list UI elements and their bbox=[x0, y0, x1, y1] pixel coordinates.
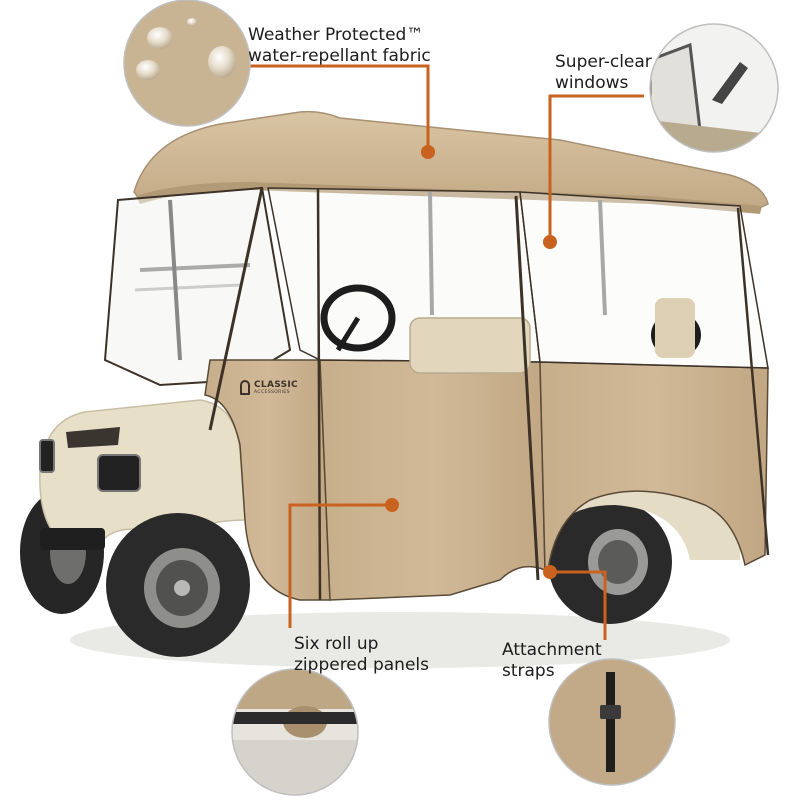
rear-seat bbox=[655, 298, 695, 358]
callout-attachment-straps: Attachment straps bbox=[502, 640, 602, 682]
leader-windows bbox=[548, 94, 644, 242]
brand-name: CLASSIC bbox=[254, 380, 298, 390]
callout-weather-line1: Weather Protected™ bbox=[248, 25, 424, 45]
marker-weather bbox=[421, 145, 435, 159]
rear-window bbox=[519, 191, 769, 369]
headlight-left bbox=[97, 454, 141, 492]
callout-straps-line1: Attachment bbox=[502, 640, 602, 660]
callout-weather-line2: water-repellant fabric bbox=[248, 46, 431, 66]
rear-side-panel bbox=[539, 361, 769, 571]
leader-weather bbox=[248, 64, 430, 152]
headlight-right bbox=[39, 439, 55, 473]
detail-strap-circle bbox=[549, 659, 675, 785]
callout-panels-line2: zippered panels bbox=[294, 655, 429, 675]
callout-panels-line1: Six roll up bbox=[294, 634, 379, 654]
front-vent bbox=[66, 427, 120, 448]
callout-windows-line1: Super-clear bbox=[555, 52, 652, 72]
callout-super-clear-windows: Super-clear windows bbox=[555, 52, 652, 94]
leader-panels bbox=[288, 503, 392, 628]
callout-windows-line2: windows bbox=[555, 73, 629, 93]
roof-edge bbox=[136, 182, 762, 214]
marker-panels bbox=[385, 498, 399, 512]
callout-weather-protected: Weather Protected™ water-repellant fabri… bbox=[248, 25, 431, 67]
leader-straps bbox=[550, 570, 607, 640]
detail-window-circle bbox=[650, 24, 778, 152]
callout-straps-line2: straps bbox=[502, 661, 555, 681]
front-near-wheel bbox=[106, 513, 250, 657]
marker-straps bbox=[543, 565, 557, 579]
detail-fabric-circle bbox=[124, 0, 250, 126]
callout-zippered-panels: Six roll up zippered panels bbox=[294, 634, 429, 676]
brand-logo-mark-icon bbox=[240, 380, 250, 395]
steering-wheel bbox=[320, 284, 396, 352]
brand-subtitle: ACCESSORIES bbox=[254, 390, 290, 395]
front-door-panel bbox=[204, 359, 331, 601]
middle-door-panel bbox=[319, 359, 546, 601]
marker-windows bbox=[543, 235, 557, 249]
front-bumper bbox=[40, 528, 105, 550]
front-seat bbox=[409, 317, 531, 374]
rear-wheel bbox=[548, 500, 672, 624]
